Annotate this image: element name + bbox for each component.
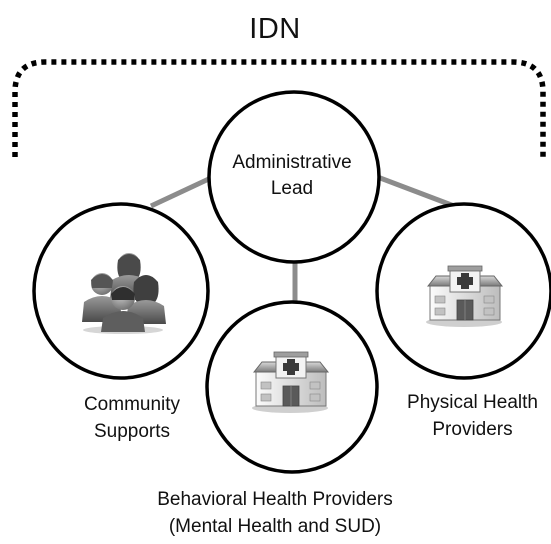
behavioral-health-label-line1: Behavioral Health Providers — [157, 489, 393, 510]
physical-health-label-line2: Providers — [432, 418, 513, 440]
connector-admin-physical — [374, 173, 463, 212]
community-supports-label: Community Supports — [52, 392, 212, 445]
physical-health-label-line1: Physical Health — [407, 392, 538, 413]
diagram-title: IDN — [249, 13, 301, 45]
connector-admin-community — [149, 174, 215, 209]
admin-lead-label-line1: Administrative — [232, 152, 352, 173]
people-group-icon — [82, 253, 166, 334]
behavioral-health-label: Behavioral Health Providers (Mental Heal… — [115, 487, 435, 540]
community-supports-label-line2: Supports — [93, 420, 171, 442]
community-supports-label-line1: Community — [83, 394, 181, 415]
behavioral-health-label-line2: (Mental Health and SUD) — [168, 515, 382, 537]
admin-lead-node — [207, 90, 381, 264]
physical-health-label: Physical Health Providers — [385, 390, 551, 443]
admin-lead-label-line2: Lead — [270, 177, 314, 199]
admin-lead-label: Administrative Lead — [207, 150, 377, 201]
